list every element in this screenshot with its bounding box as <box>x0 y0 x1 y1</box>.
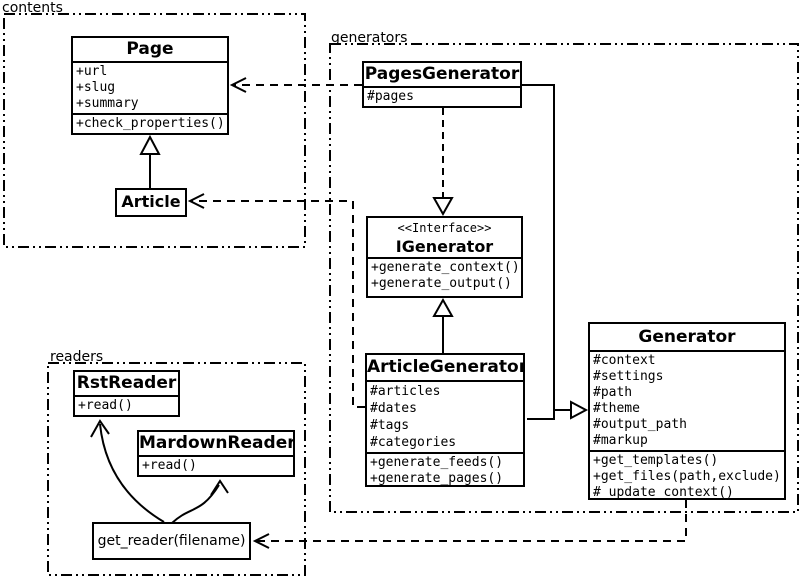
realization-triangle-icon <box>432 197 454 217</box>
getreader-to-mardownreader-arrow-curve <box>171 484 220 524</box>
interface-stereotype: <<Interface>> <box>397 221 492 235</box>
attribute: #output_path <box>593 417 687 432</box>
attribute: #theme <box>593 401 640 416</box>
getreader-to-rstreader-arrow-curve <box>99 423 165 523</box>
class-pagesgenerator-title: PagesGenerator <box>364 64 520 84</box>
method: +get_templates() <box>593 453 719 468</box>
generalization-triangle-icon <box>432 297 454 317</box>
class-article: Article <box>115 188 187 217</box>
attribute: #context <box>593 353 656 368</box>
class-articlegenerator-methods: +generate_feeds() +generate_pages() <box>367 452 523 486</box>
method: +generate_pages() <box>370 471 504 486</box>
class-page: Page +url +slug +summary +check_properti… <box>71 36 229 135</box>
get-reader-function-box: get_reader(filename) <box>92 522 251 560</box>
class-pagesgenerator: PagesGenerator #pages <box>362 61 522 108</box>
class-articlegenerator: ArticleGenerator #articles #dates #tags … <box>365 353 525 487</box>
attribute: #dates <box>370 401 417 416</box>
articlegenerator-to-article-dependency-line <box>192 200 365 408</box>
class-igenerator-header: <<Interface>> IGenerator <box>368 218 521 257</box>
open-arrowhead-icon <box>210 479 229 496</box>
attribute: #path <box>593 385 633 400</box>
class-mardownreader-title: MardownReader <box>139 433 295 453</box>
method: +generate_feeds() <box>370 455 504 470</box>
class-igenerator-methods: +generate_context() +generate_output() <box>368 257 521 293</box>
class-page-title: Page <box>126 39 174 59</box>
class-generator-methods: +get_templates() +get_files(path,exclude… <box>590 450 784 500</box>
attribute: #tags <box>370 418 410 433</box>
attribute: +slug <box>76 80 116 95</box>
class-rstreader-title: RstReader <box>76 373 177 393</box>
class-page-methods: +check_properties() <box>73 113 227 133</box>
class-generator-title: Generator <box>638 327 736 347</box>
attribute: #articles <box>370 384 441 399</box>
open-arrowhead-icon <box>187 193 205 209</box>
class-mardownreader-methods: +read() <box>139 455 293 475</box>
method: +generate_output() <box>371 276 512 291</box>
attribute: #pages <box>367 89 414 104</box>
readers-package-label: readers <box>50 349 104 365</box>
class-rstreader-methods: +read() <box>75 395 178 415</box>
class-page-attributes: +url +slug +summary <box>73 61 227 113</box>
generalization-triangle-icon <box>570 400 589 420</box>
attribute: +url <box>76 64 108 79</box>
method: +generate_context() <box>371 260 520 275</box>
class-igenerator: <<Interface>> IGenerator +generate_conte… <box>366 216 523 298</box>
generators-package-label: generators <box>331 30 408 46</box>
class-pagesgenerator-attributes: #pages <box>364 86 520 106</box>
generators-to-generator-generalization-trunk <box>522 84 555 420</box>
readers-package-border <box>47 362 306 576</box>
class-rstreader: RstReader +read() <box>73 370 180 417</box>
class-mardownreader: MardownReader +read() <box>137 430 295 477</box>
attribute: #categories <box>370 435 457 450</box>
method: #_update_context() <box>593 485 734 500</box>
contents-package-label: contents <box>2 0 63 16</box>
class-generator: Generator #context #settings #path #them… <box>588 322 786 500</box>
generator-to-getreader-dependency-line <box>256 500 687 542</box>
contents-package-border <box>3 13 306 248</box>
class-articlegenerator-attributes: #articles #dates #tags #categories <box>367 380 523 452</box>
attribute: +summary <box>76 96 139 111</box>
class-generator-attributes: #context #settings #path #theme #output_… <box>590 350 784 450</box>
generalization-triangle-icon <box>139 134 161 155</box>
attribute: #settings <box>593 369 664 384</box>
method: +check_properties() <box>76 116 225 131</box>
method: +get_files(path,exclude) <box>593 469 781 484</box>
class-igenerator-title: IGenerator <box>395 237 494 256</box>
open-arrowhead-icon <box>252 533 270 549</box>
attribute: #markup <box>593 433 648 448</box>
class-article-title: Article <box>121 192 181 211</box>
generators-package-border <box>329 43 799 513</box>
method: +read() <box>142 458 197 473</box>
open-arrowhead-icon <box>90 419 110 438</box>
open-arrowhead-icon <box>229 77 247 93</box>
method: +read() <box>78 398 133 413</box>
class-articlegenerator-title: ArticleGenerator <box>367 357 525 377</box>
